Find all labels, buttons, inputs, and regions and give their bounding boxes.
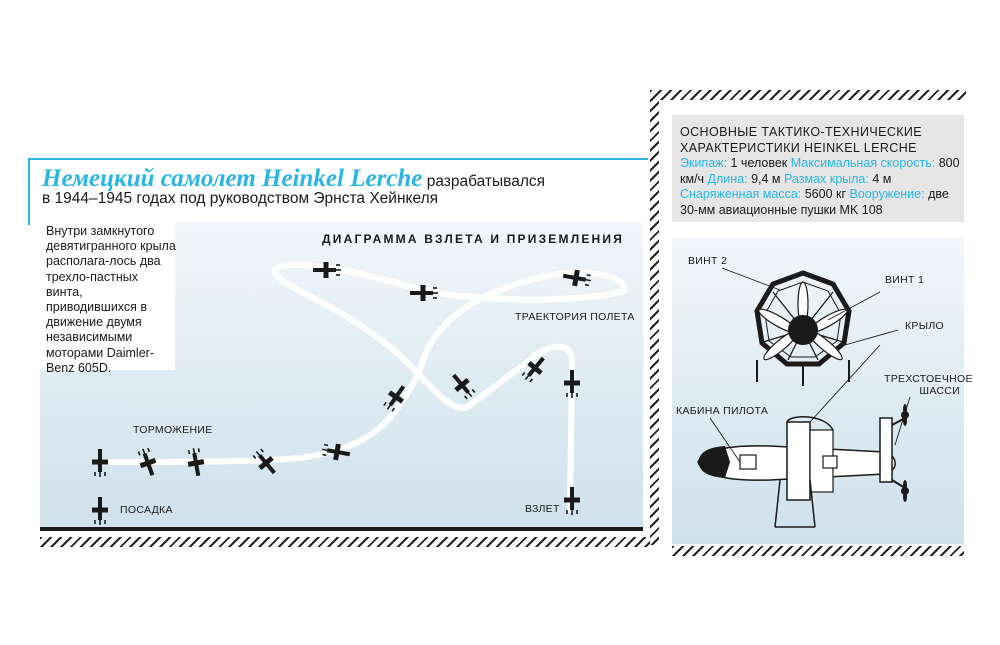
spec-crew-label: Экипаж: [680,156,727,171]
hatch-top-right [650,90,966,100]
hatch-right-vertical [650,100,659,545]
label-trajectory: ТРАЕКТОРИЯ ПОЛЕТА [515,311,635,323]
front-view [754,270,852,386]
label-propeller1: ВИНТ 1 [885,274,925,286]
label-wing: КРЫЛО [905,320,944,332]
title-rule [28,158,648,160]
page-title: Немецкий самолет Heinkel Lerche разрабат… [42,166,602,207]
title-rest-line2: в 1944–1945 годах под руководством Эрнст… [42,190,439,207]
specs-box [672,115,964,222]
spec-span-label: Размах крыла: [784,171,869,186]
spec-mass-value: 5600 кг [801,187,850,202]
spec-armament-label: Вооружение: [849,187,925,202]
title-highlight: Немецкий самолет Heinkel Lerche [42,165,423,192]
description-box [40,222,175,370]
description-text: Внутри замкнутого девятигранного крыла р… [46,224,176,375]
label-propeller2: ВИНТ 2 [688,255,728,267]
label-landing-gear-line2: ШАССИ [919,385,960,397]
specs-body: Экипаж: 1 человек Максимальная скорость:… [680,156,960,218]
spec-speed-label: Максимальная скорость: [790,156,936,171]
label-braking: ТОРМОЖЕНИЕ [133,424,213,436]
spec-length-value: 9,4 м [747,171,784,186]
spec-mass-label: Снаряженная масса: [680,187,802,202]
label-cockpit: КАБИНА ПИЛОТА [676,405,769,417]
specs-heading-line1: ОСНОВНЫЕ ТАКТИКО-ТЕХНИЧЕСКИЕ [680,125,923,139]
diagram-title: ДИАГРАММА ВЗЛЕТА И ПРИЗЕМЛЕНИЯ [322,232,625,246]
hatch-bottom [40,537,650,547]
side-view [697,404,909,528]
spec-speed-value: 800 км/ч [680,156,960,186]
spec-length-label: Длина: [707,171,748,186]
spec-span-value: 4 м [868,171,892,186]
specs-text: ОСНОВНЫЕ ТАКТИКО-ТЕХНИЧЕСКИЕ ХАРАКТЕРИСТ… [680,125,960,219]
specs-heading-line2: ХАРАКТЕРИСТИКИ HEINKEL LERCHE [680,140,917,155]
flight-trajectory [97,261,628,513]
leader-lines [709,267,911,463]
spec-crew-value: 1 человек [727,156,791,171]
aircraft-schematic-panel [672,238,964,544]
ground-line [40,527,643,531]
spec-armament-value: две 30-мм авиационные пушки MK 108 [680,187,949,217]
hatch-bottom-right [672,546,964,556]
title-rule-vertical [28,158,30,225]
label-landing-gear-line1: ТРЕХСТОЕЧНОЕ [884,373,973,385]
label-takeoff: ВЗЛЕТ [525,503,560,515]
label-landing: ПОСАДКА [120,504,173,516]
title-rest-line1: разрабатывался [422,173,546,190]
